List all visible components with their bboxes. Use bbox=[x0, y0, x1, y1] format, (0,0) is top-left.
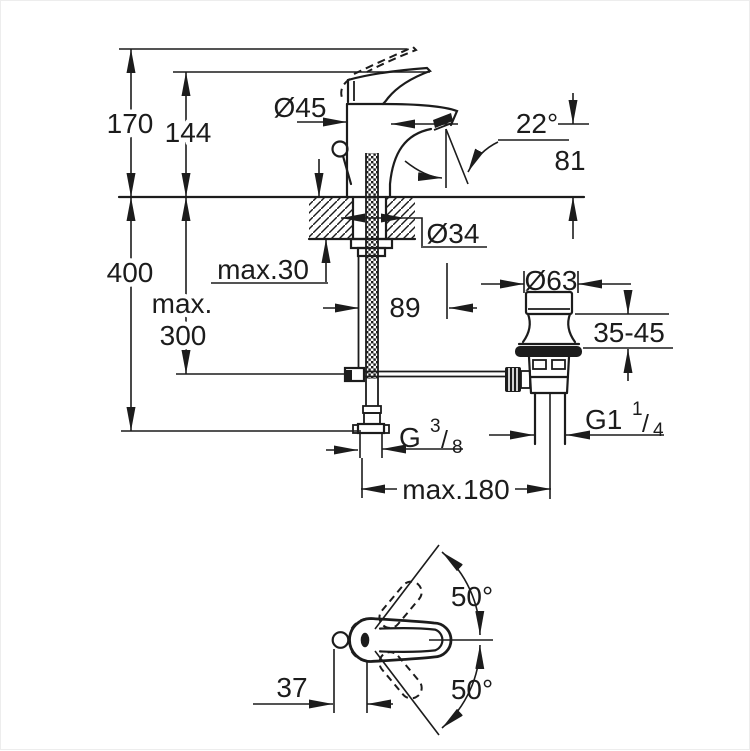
horizontal-pop-up-rod bbox=[364, 370, 506, 378]
dim-label-hole-diameter: Ø34 bbox=[427, 218, 480, 249]
drain-flange-seal bbox=[515, 346, 582, 357]
lever-handle bbox=[346, 66, 432, 106]
supply-thread-numerator: 3 bbox=[430, 416, 441, 437]
mounting-nut bbox=[356, 246, 387, 258]
faucet-side-view bbox=[331, 45, 459, 379]
supply-thread-slash: / bbox=[441, 426, 448, 454]
dim-label-max-insertion-1: max. bbox=[152, 288, 213, 319]
dimension-lines bbox=[126, 49, 664, 729]
dim-label-total-height: 170 bbox=[107, 108, 154, 139]
dim-label-spout-height: 81 bbox=[554, 145, 585, 176]
waste-thread-slash: / bbox=[642, 410, 649, 438]
cartridge-mark bbox=[360, 632, 370, 648]
pop-up-waste-detail bbox=[505, 290, 582, 446]
waste-thread-denominator: 4 bbox=[653, 420, 664, 441]
dim-label-hose-span: max.180 bbox=[402, 474, 509, 505]
spout-outlet-top-view bbox=[331, 631, 350, 649]
dim-label-supply-thread: G 3 / 8 bbox=[399, 416, 463, 458]
hose-end-nut bbox=[356, 422, 386, 435]
supply-thread-denominator: 8 bbox=[452, 437, 463, 458]
dim-label-depth-below: 400 bbox=[107, 257, 154, 288]
flex-hose-braid bbox=[366, 153, 378, 379]
faucet-top-view bbox=[331, 580, 453, 700]
dimension-labels: 170 144 400 max. 300 max.30 Ø45 22° 81 Ø… bbox=[102, 92, 665, 705]
drain-plug-cap bbox=[524, 290, 574, 316]
dim-label-swivel-up: 50° bbox=[451, 581, 493, 612]
supply-thread-prefix: G bbox=[399, 422, 421, 453]
waste-thread-numerator: 1 bbox=[632, 399, 643, 420]
rod-clamp bbox=[343, 366, 366, 383]
dim-label-max-counter-thickness: max.30 bbox=[217, 254, 309, 285]
pop-up-pull-knob bbox=[331, 140, 349, 158]
dim-label-mounting-range: 35-45 bbox=[593, 317, 665, 348]
lever-handle-raised-dashed bbox=[340, 45, 418, 101]
dim-label-spout-offset: 37 bbox=[276, 672, 307, 703]
extension-lines bbox=[119, 48, 673, 736]
dim-label-waste-thread: G1 1 / 4 bbox=[585, 399, 664, 441]
dim-label-max-insertion-2: 300 bbox=[160, 320, 207, 351]
dim-label-spout-angle: 22° bbox=[516, 108, 558, 139]
waste-thread-prefix: G1 bbox=[585, 404, 622, 435]
drain-tailpipe bbox=[533, 391, 567, 446]
dim-label-swivel-down: 50° bbox=[451, 674, 493, 705]
dim-label-flange-diameter: Ø63 bbox=[525, 265, 578, 296]
dim-label-spout-reach: 89 bbox=[389, 292, 420, 323]
dim-label-lever-height: 144 bbox=[165, 117, 212, 148]
dim-label-body-diameter: Ø45 bbox=[274, 92, 327, 123]
lever-top-view-outline bbox=[348, 617, 453, 663]
